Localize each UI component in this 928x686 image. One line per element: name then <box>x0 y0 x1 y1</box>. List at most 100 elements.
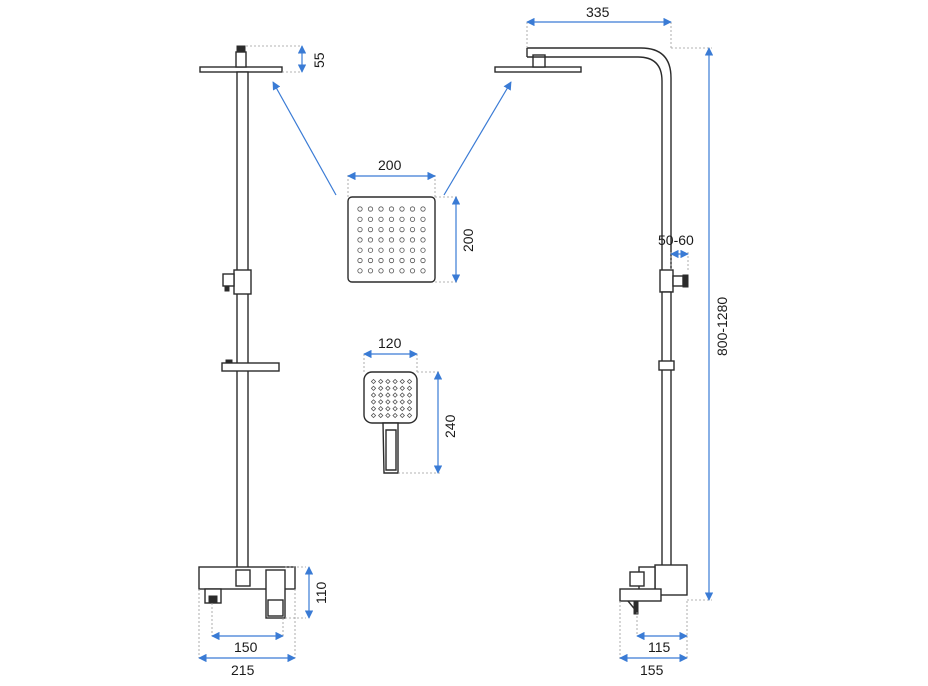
holder-block-side <box>659 269 674 293</box>
hand-nozzle <box>370 385 377 391</box>
hand-nozzle <box>370 406 377 412</box>
rain-nozzle <box>357 237 363 243</box>
hand-nozzle <box>392 406 398 412</box>
rain-head-side <box>494 66 582 73</box>
hand-nozzle <box>385 406 391 412</box>
hand-nozzle <box>392 412 398 419</box>
hand-nozzle <box>378 385 384 391</box>
hand-nozzle <box>392 392 398 398</box>
rain-nozzle <box>378 206 384 212</box>
rain-nozzle <box>357 206 363 212</box>
rain-nozzle <box>420 237 426 243</box>
hand-nozzle <box>378 412 384 419</box>
leader-arrow-right <box>443 81 512 196</box>
hand-nozzle <box>370 392 377 398</box>
dim-holder-offset: 50-60 <box>658 232 694 248</box>
front-view <box>198 45 314 663</box>
dim-rain-head-height: 55 <box>311 52 327 68</box>
rain-nozzle <box>378 268 384 274</box>
rain-nozzle <box>409 268 416 274</box>
shower-arm-curve <box>527 47 672 270</box>
rain-nozzle <box>388 216 395 222</box>
rain-nozzle <box>378 247 384 253</box>
hand-nozzle <box>385 378 391 385</box>
dim-mixer-height: 110 <box>313 581 329 604</box>
holder-knob-side <box>672 275 684 287</box>
rain-nozzle <box>420 206 426 212</box>
dim-rain-head-depth: 200 <box>460 228 476 252</box>
hand-nozzle <box>399 412 405 419</box>
rain-nozzle <box>420 268 426 274</box>
rain-nozzle <box>357 216 363 222</box>
hand-nozzle <box>406 378 413 385</box>
hand-nozzle <box>378 406 384 412</box>
hand-nozzle <box>378 378 384 385</box>
rain-head-front <box>199 66 283 73</box>
rain-nozzle <box>367 247 374 253</box>
rain-nozzle <box>409 247 416 253</box>
rain-nozzle <box>399 206 405 212</box>
hand-nozzle <box>370 378 377 385</box>
mixer-centre-front <box>235 569 251 587</box>
rain-nozzle <box>388 237 395 243</box>
rain-nozzle <box>420 247 426 253</box>
leader-arrow-left <box>272 81 337 196</box>
rain-nozzle <box>378 216 384 222</box>
hand-nozzle <box>406 399 413 405</box>
diverter-knob-front <box>222 273 235 287</box>
dim-rain-arm-reach: 335 <box>586 4 610 20</box>
rain-nozzle <box>367 237 374 243</box>
dim-mixer-depth-total: 155 <box>640 662 664 678</box>
dim-hand-shower-width: 120 <box>378 335 402 351</box>
rain-nozzle <box>409 227 416 233</box>
hand-nozzle <box>406 412 413 419</box>
slide-bracket-side <box>658 360 675 371</box>
rain-nozzle <box>420 216 426 222</box>
rain-nozzle <box>399 247 405 253</box>
hand-nozzle <box>399 385 405 391</box>
rain-nozzle <box>367 216 374 222</box>
riser-pipe-side <box>661 291 672 567</box>
hand-nozzle <box>399 399 405 405</box>
dim-mixer-body-width: 150 <box>234 639 258 655</box>
hand-nozzle <box>385 392 391 398</box>
rain-nozzle <box>388 247 395 253</box>
rain-nozzle <box>399 257 405 264</box>
rain-nozzle <box>357 268 363 274</box>
hand-nozzle <box>406 385 413 391</box>
hand-nozzle <box>385 399 391 405</box>
rain-nozzle <box>420 257 426 264</box>
rain-nozzle <box>367 227 374 233</box>
hand-nozzle <box>392 378 398 385</box>
rain-nozzle <box>378 237 384 243</box>
rain-nozzle <box>409 216 416 222</box>
rain-nozzle <box>357 257 363 264</box>
hand-nozzle <box>406 406 413 412</box>
rain-nozzle <box>367 257 374 264</box>
mixer-handle-side <box>629 571 645 587</box>
riser-pipe-front <box>236 71 249 569</box>
dim-mixer-total-width: 215 <box>231 662 255 678</box>
hand-shower-detail <box>363 349 443 474</box>
dim-rain-head-width: 200 <box>378 157 402 173</box>
rain-nozzle <box>367 206 374 212</box>
rain-nozzle <box>378 257 384 264</box>
side-view <box>494 17 714 663</box>
rain-nozzle <box>357 227 363 233</box>
holder-bracket-front <box>221 362 280 372</box>
hand-nozzle <box>385 385 391 391</box>
hand-nozzle <box>385 412 391 419</box>
rain-nozzle <box>399 268 405 274</box>
rain-nozzle <box>399 227 405 233</box>
rain-head-connector <box>235 51 247 68</box>
hand-nozzle <box>370 412 377 419</box>
rain-nozzle <box>399 216 405 222</box>
hand-nozzle <box>378 399 384 405</box>
hand-nozzle <box>370 399 377 405</box>
hand-nozzle <box>392 399 398 405</box>
rain-nozzle <box>357 247 363 253</box>
rain-nozzle <box>409 206 416 212</box>
hand-nozzle <box>378 392 384 398</box>
hand-nozzle <box>399 392 405 398</box>
